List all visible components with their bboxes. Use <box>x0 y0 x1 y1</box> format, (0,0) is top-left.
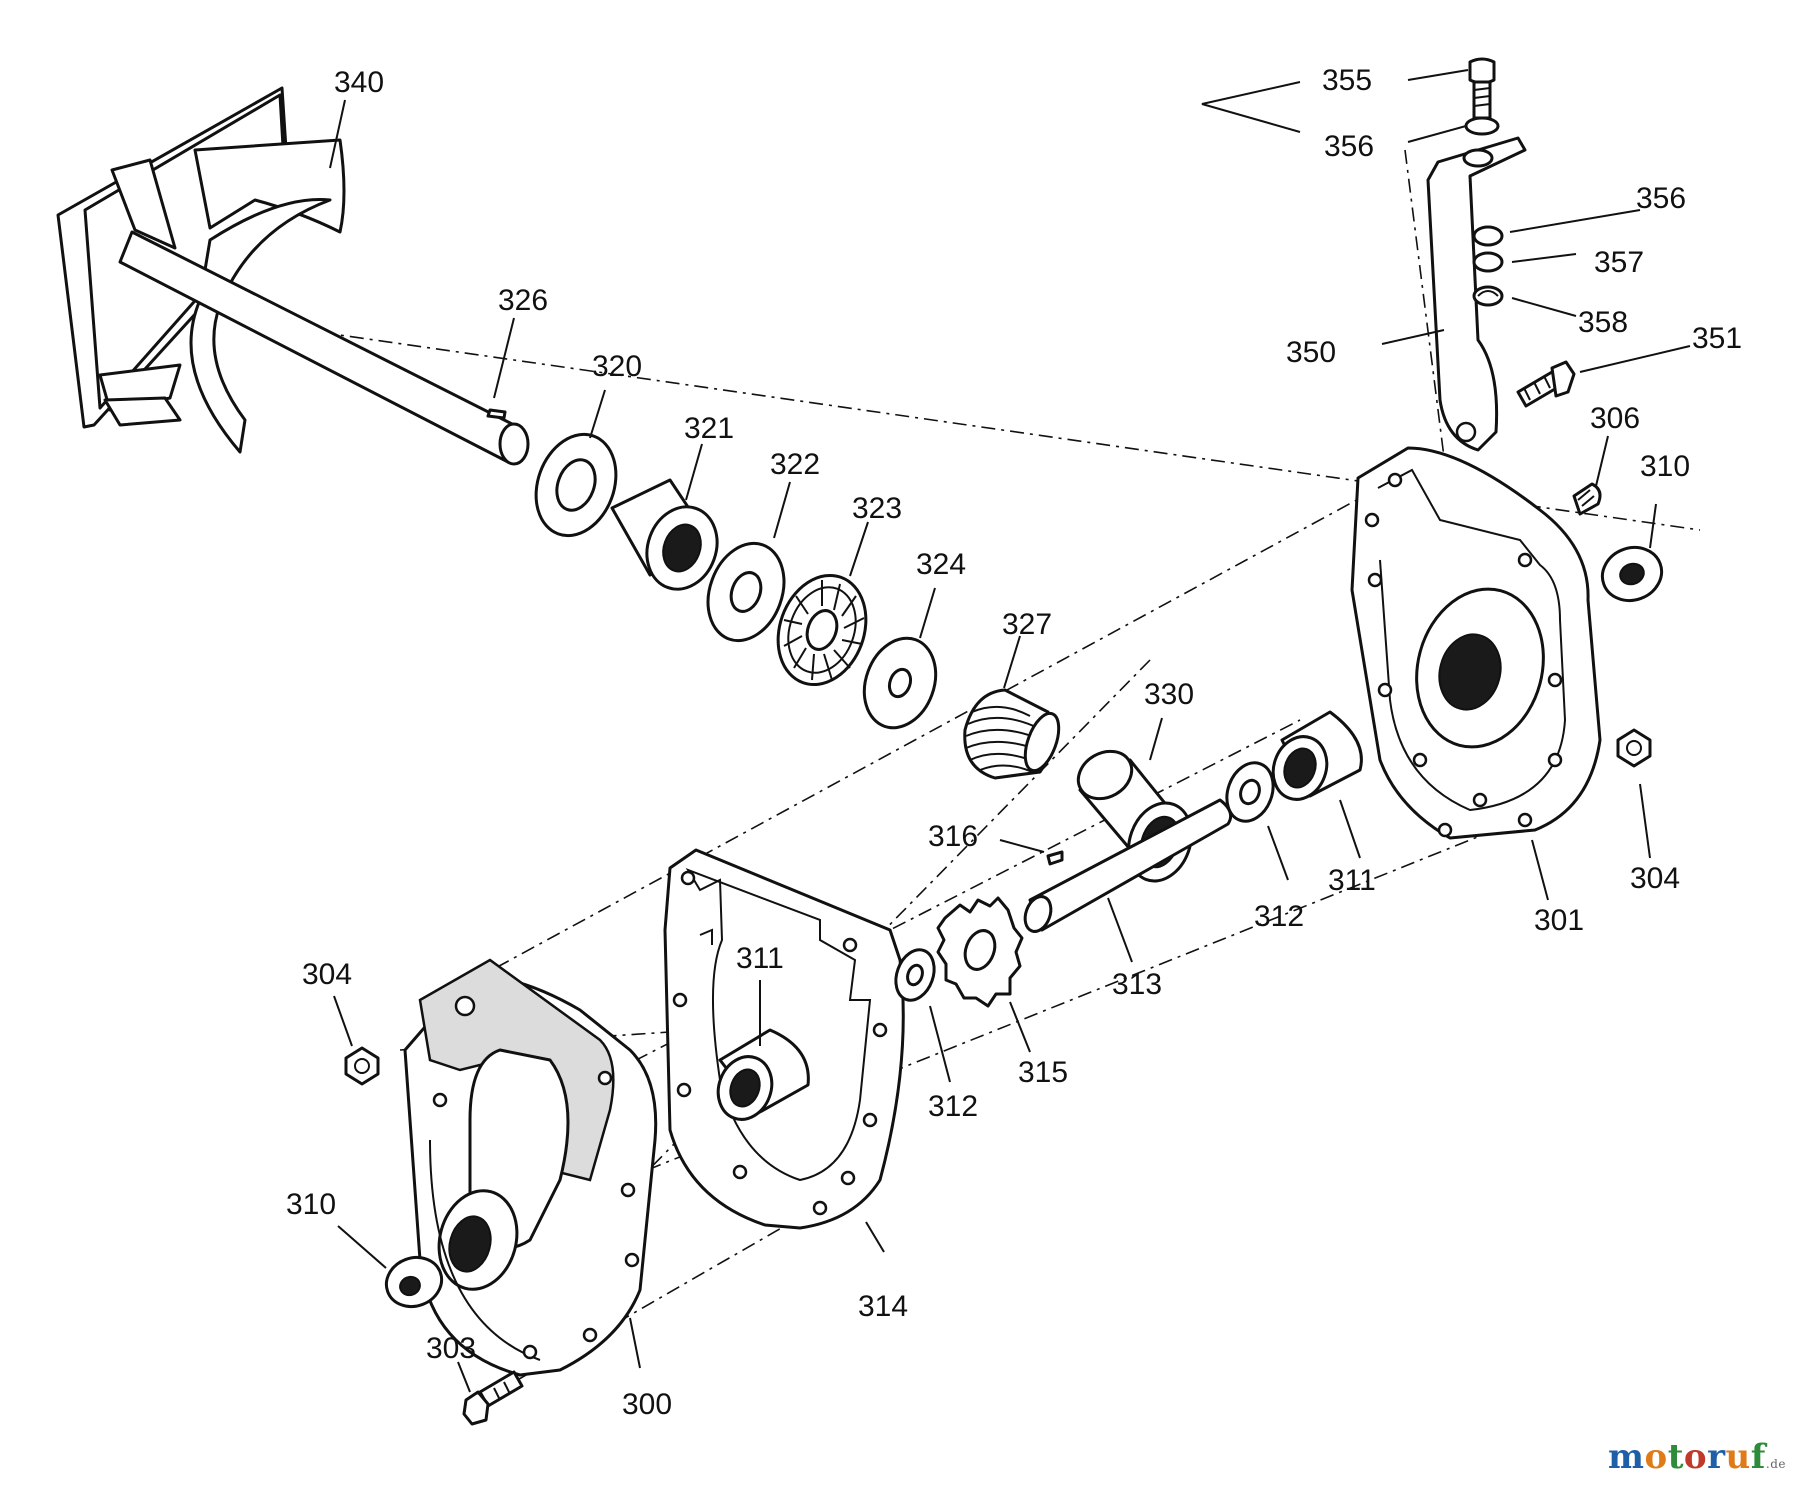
gear-housing-300 <box>403 958 658 1377</box>
worm-gear-327 <box>963 688 1061 780</box>
label-301: 301 <box>1534 904 1584 937</box>
key-326 <box>486 408 507 420</box>
label-356-top: 356 <box>1324 130 1374 163</box>
gear-housing-301 <box>1350 446 1602 840</box>
watermark-letter: r <box>1707 1437 1726 1477</box>
washer-320 <box>534 432 618 538</box>
label-350: 350 <box>1286 336 1336 369</box>
hex-nut-304-left <box>344 1046 380 1086</box>
washer-312-left <box>894 948 936 1002</box>
label-340: 340 <box>334 66 384 99</box>
label-300: 300 <box>622 1388 672 1421</box>
watermark-letter: o <box>1644 1437 1668 1477</box>
part-labels: 340 326 320 321 322 323 324 327 330 316 … <box>286 64 1742 1421</box>
watermark-letter: f <box>1750 1437 1766 1477</box>
label-314: 314 <box>858 1290 908 1323</box>
bolt-303 <box>462 1370 524 1426</box>
label-304-right: 304 <box>1630 862 1680 895</box>
key-316 <box>1046 850 1064 866</box>
hex-nut-304-right <box>1616 728 1652 768</box>
label-304-left: 304 <box>302 958 352 991</box>
label-310-right: 310 <box>1640 450 1690 483</box>
bushing-311-right <box>1271 710 1363 801</box>
washer-356-top <box>1464 116 1500 136</box>
label-322: 322 <box>770 448 820 481</box>
label-312-left: 312 <box>928 1090 978 1123</box>
label-315: 315 <box>1018 1056 1068 1089</box>
set-screw-306 <box>1572 482 1602 516</box>
washer-stack-356-357-358 <box>1472 225 1504 307</box>
label-310-left: 310 <box>286 1188 336 1221</box>
bracket-350 <box>1426 136 1527 452</box>
bushing-311-left <box>716 1028 810 1121</box>
watermark-letter: o <box>1683 1437 1708 1477</box>
label-357: 357 <box>1594 246 1644 279</box>
auger-340 <box>56 86 530 466</box>
bolt-355 <box>1468 57 1496 120</box>
label-356-stack: 356 <box>1636 182 1686 215</box>
label-355: 355 <box>1322 64 1372 97</box>
washer-322 <box>706 541 786 643</box>
label-327: 327 <box>1002 608 1052 641</box>
watermark-letter: t <box>1667 1437 1684 1477</box>
washer-312-right <box>1225 761 1275 823</box>
label-311-left: 311 <box>736 942 784 975</box>
spur-gear-315 <box>936 896 1024 1008</box>
label-303: 303 <box>426 1332 476 1365</box>
leader-lines <box>329 69 1691 1393</box>
bolt-351 <box>1516 360 1576 408</box>
label-358: 358 <box>1578 306 1628 339</box>
label-311-right: 311 <box>1328 864 1376 897</box>
watermark-letter: u <box>1725 1437 1751 1477</box>
label-324: 324 <box>916 548 966 581</box>
label-321: 321 <box>684 412 734 445</box>
bearing-321 <box>610 478 719 591</box>
watermark-letter: m <box>1608 1437 1645 1477</box>
label-330: 330 <box>1144 678 1194 711</box>
label-323: 323 <box>852 492 902 525</box>
watermark-suffix: .de <box>1765 1457 1786 1471</box>
label-306: 306 <box>1590 402 1640 435</box>
label-320: 320 <box>592 350 642 383</box>
flange-bearing-310-left <box>384 1255 444 1309</box>
flange-bearing-310-right <box>1600 546 1664 602</box>
watermark-logo: motoruf.de <box>1608 1437 1786 1477</box>
label-351: 351 <box>1692 322 1742 355</box>
label-326: 326 <box>498 284 548 317</box>
label-312-right: 312 <box>1254 900 1304 933</box>
washer-324 <box>862 636 938 730</box>
label-316: 316 <box>928 820 978 853</box>
label-313: 313 <box>1112 968 1162 1001</box>
thrust-bearing-323 <box>776 573 868 687</box>
reference-arrow <box>1201 81 1301 133</box>
